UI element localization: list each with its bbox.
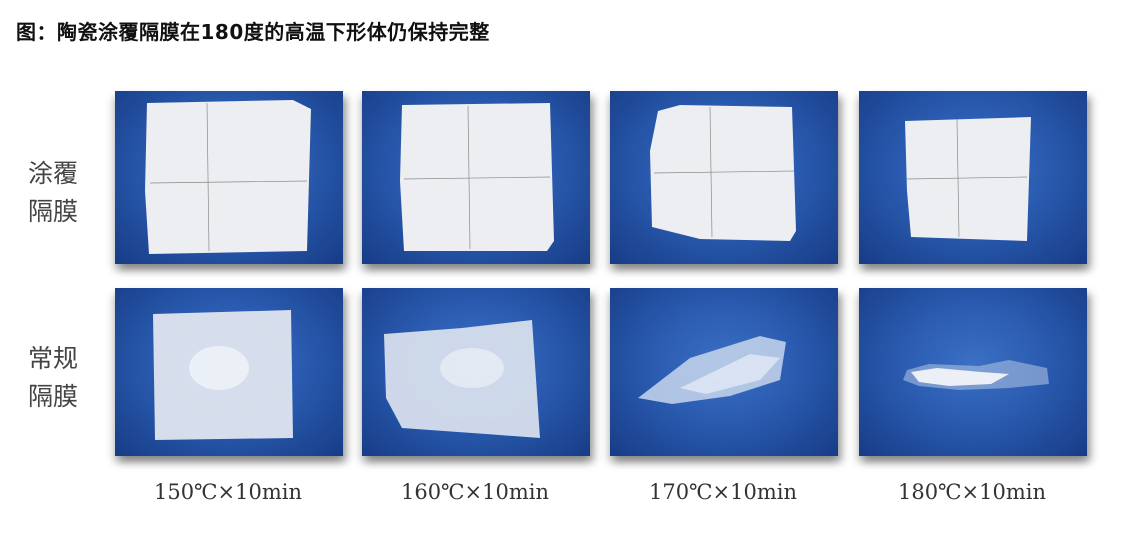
photo-coated-150 [115, 91, 343, 264]
photo-coated-160 [362, 91, 590, 264]
photo-conventional-170 [610, 288, 838, 456]
figure-title: 图：陶瓷涂覆隔膜在180度的高温下形体仍保持完整 [16, 20, 490, 44]
caption-150: 150℃×10min [153, 480, 303, 504]
photo-conventional-150 [115, 288, 343, 456]
caption-170: 170℃×10min [648, 480, 798, 504]
photo-coated-180 [859, 91, 1087, 264]
caption-160: 160℃×10min [400, 480, 550, 504]
photo-conventional-160 [362, 288, 590, 456]
row-label-coated: 涂覆 隔膜 [28, 159, 79, 226]
photo-conventional-180 [859, 288, 1087, 456]
photo-coated-170 [610, 91, 838, 264]
caption-180: 180℃×10min [897, 480, 1047, 504]
row-label-conventional: 常规 隔膜 [28, 344, 79, 411]
